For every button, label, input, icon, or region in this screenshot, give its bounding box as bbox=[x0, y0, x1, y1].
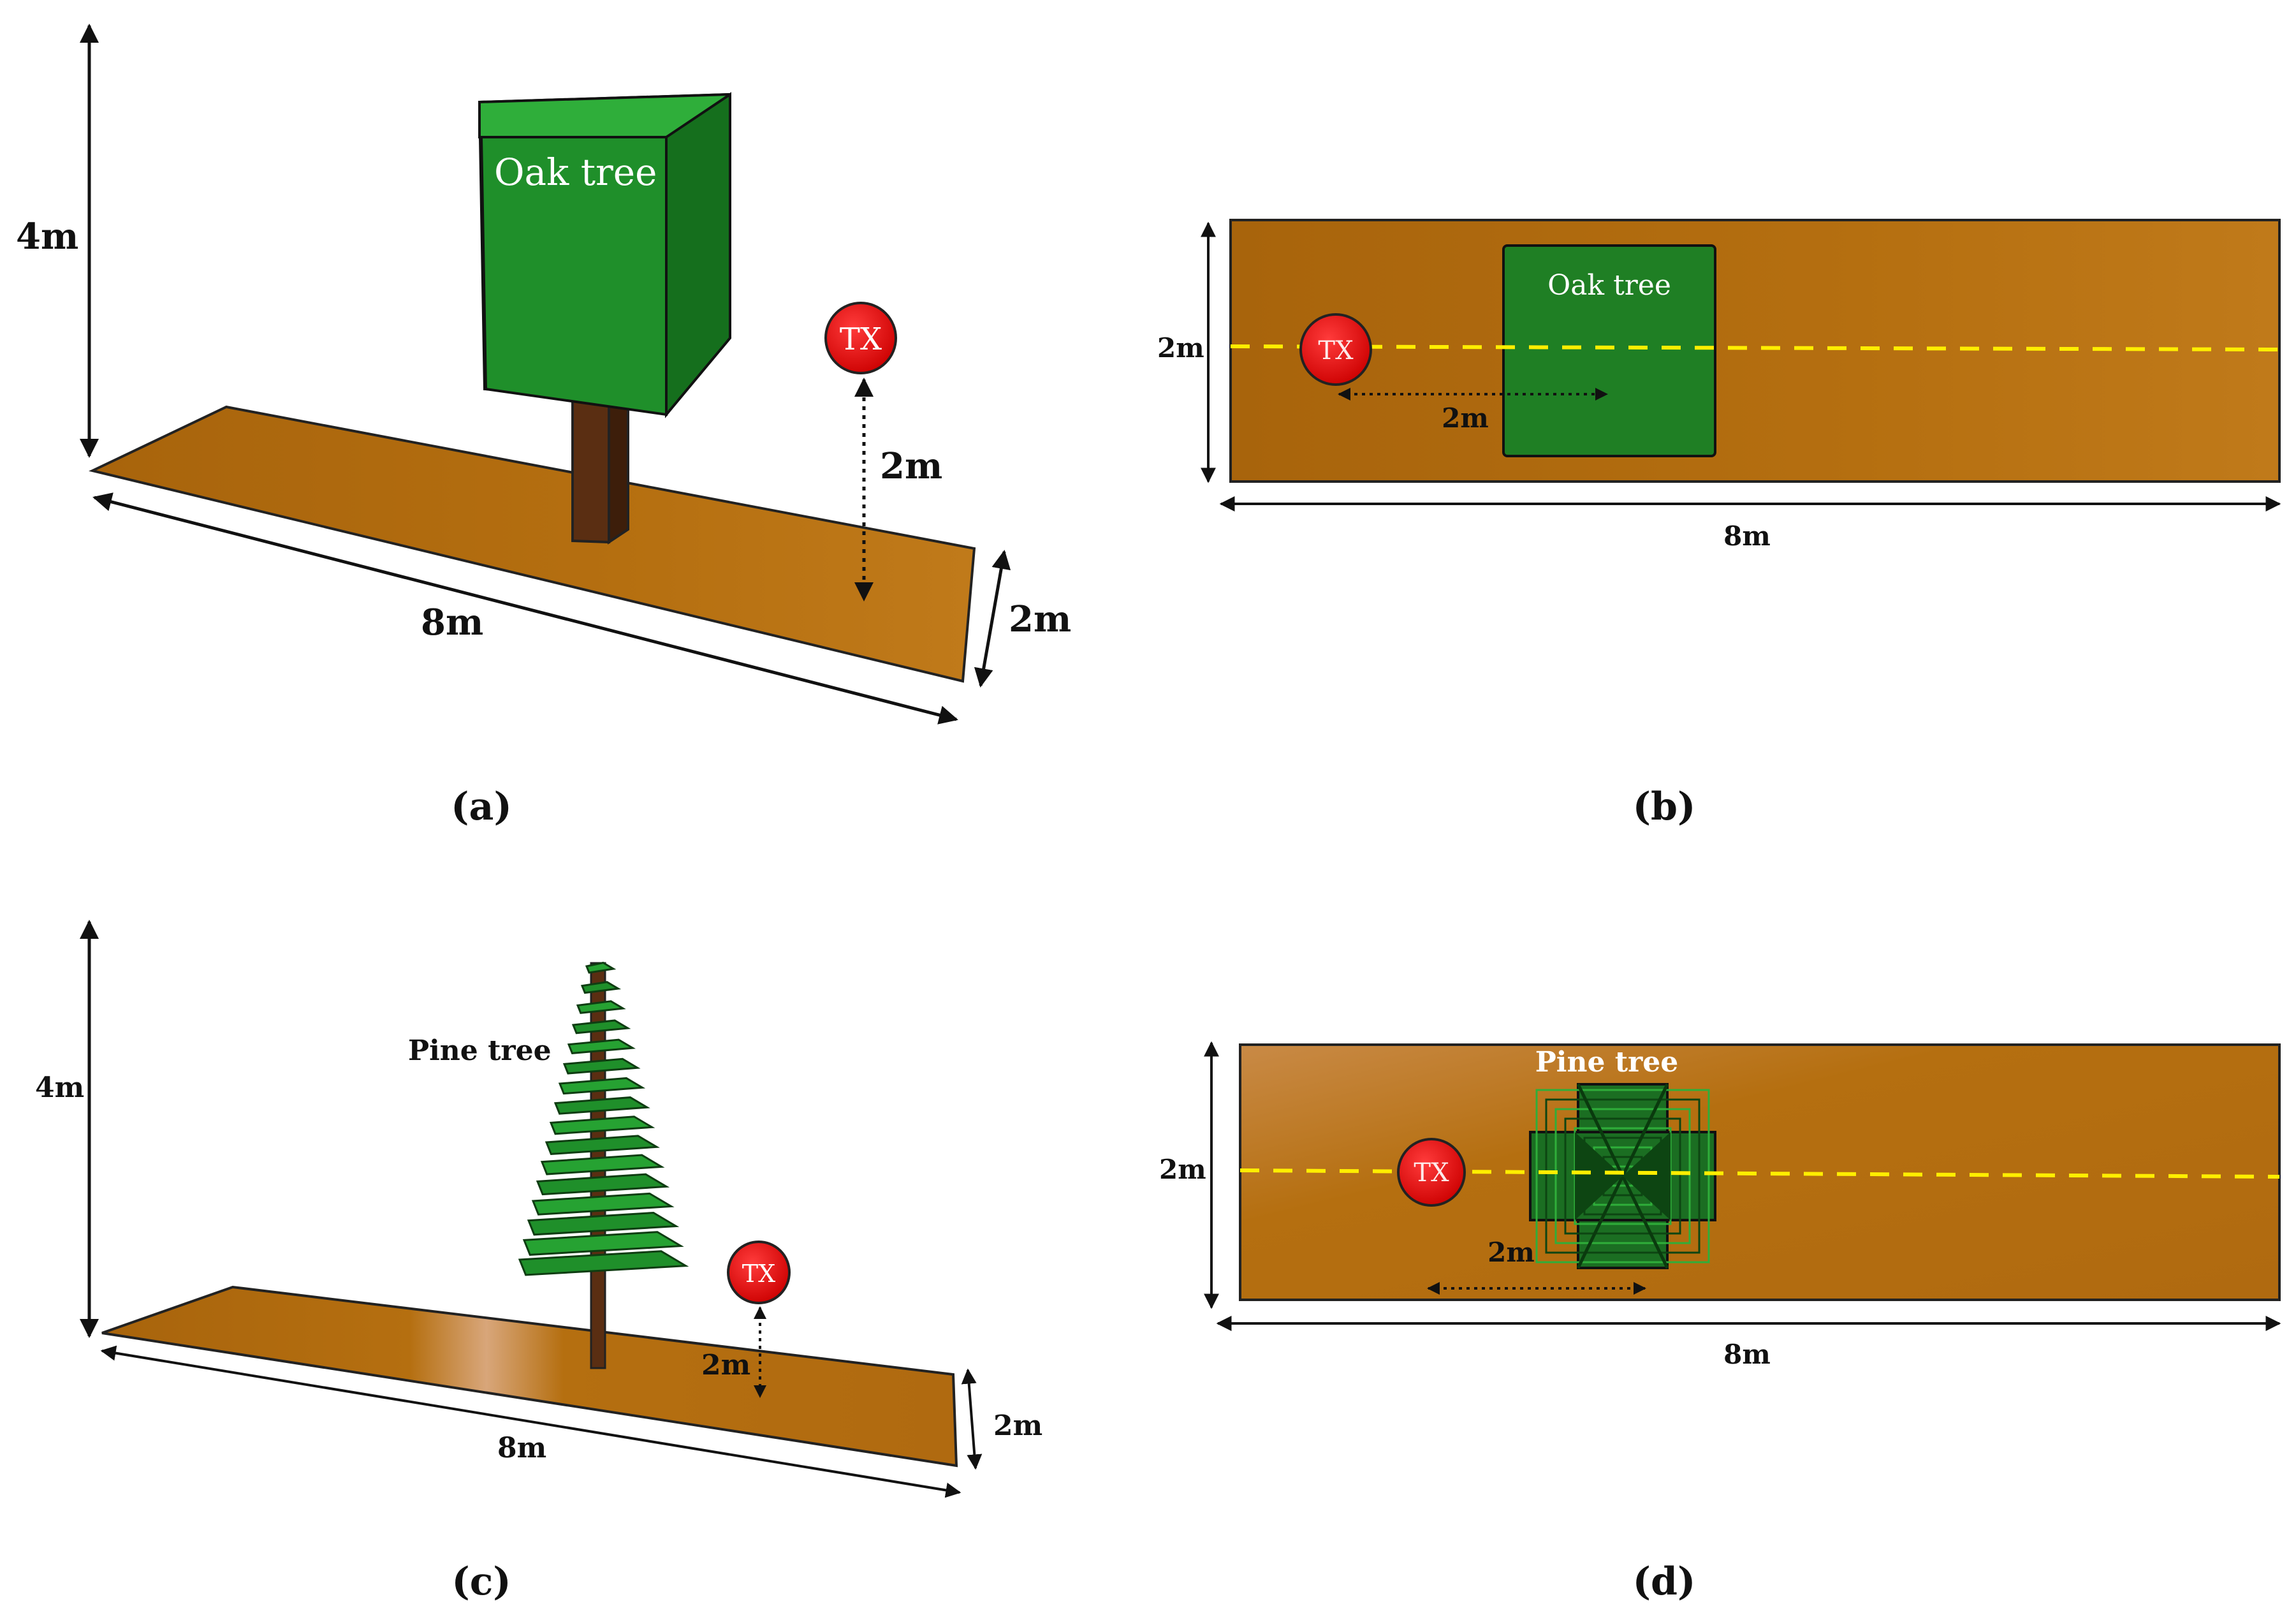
tx-icon bbox=[824, 302, 897, 374]
path-line bbox=[1230, 344, 2280, 351]
tree-label: Pine tree bbox=[1535, 1046, 1679, 1079]
pine-canopy-ring bbox=[1564, 1117, 1681, 1235]
panel-label: (a) bbox=[451, 784, 512, 829]
width-dimension-arrow bbox=[974, 550, 1011, 688]
tx-label: TX bbox=[840, 321, 882, 357]
pine-branch-layer bbox=[562, 1057, 641, 1075]
tx-icon bbox=[727, 1241, 791, 1304]
length-dimension-label: 8m bbox=[421, 601, 483, 644]
panel-label: (b) bbox=[1633, 784, 1696, 829]
length-dimension-label: 8m bbox=[1723, 1339, 1771, 1370]
transmitter: TX bbox=[1299, 313, 1372, 386]
ground-plane bbox=[1239, 1043, 2281, 1301]
pine-branch-layer bbox=[522, 1231, 684, 1256]
length-dimension-label: 8m bbox=[497, 1432, 546, 1464]
panel-a: 4m Oak tree TX 2m 8m 2m (a) bbox=[16, 24, 1071, 829]
tx-icon bbox=[1397, 1138, 1466, 1207]
panel-b: Oak tree TX 2m 2m 8m (b) bbox=[1157, 219, 2281, 829]
pine-branch-layer bbox=[545, 1135, 660, 1155]
panel-d: Pine tree TX 2m 2m 8m (d) bbox=[1159, 1041, 2281, 1604]
tx-label: TX bbox=[742, 1260, 775, 1288]
pine-branch-layer bbox=[576, 1000, 626, 1014]
length-dimension-arrow bbox=[92, 492, 958, 725]
tx-label: TX bbox=[1318, 336, 1354, 365]
pine-branch-layer bbox=[558, 1077, 646, 1095]
length-dimension-label: 8m bbox=[1723, 520, 1771, 552]
width-dimension-label: 2m bbox=[1159, 1154, 1206, 1185]
panel-label: (d) bbox=[1633, 1559, 1696, 1604]
height-dimension-label: 4m bbox=[35, 1071, 84, 1104]
oak-canopy bbox=[478, 92, 731, 418]
pine-branch-layer bbox=[549, 1116, 655, 1135]
pine-branch-layer bbox=[536, 1173, 670, 1196]
ground-plane bbox=[1229, 219, 2281, 483]
tx-label: TX bbox=[1414, 1158, 1449, 1188]
length-dimension-arrow bbox=[100, 1345, 962, 1498]
distance-label: 2m bbox=[1442, 402, 1489, 434]
pine-branch-layer bbox=[567, 1038, 636, 1054]
pine-branch-layer bbox=[518, 1250, 689, 1276]
transmitter: TX bbox=[727, 1241, 791, 1304]
pine-branch-layer bbox=[571, 1019, 631, 1035]
pine-canopy-ring bbox=[1545, 1098, 1700, 1254]
tree-label: Pine tree bbox=[408, 1035, 552, 1067]
height-dimension-label: 4m bbox=[16, 216, 78, 258]
pine-branch-layer bbox=[553, 1096, 650, 1115]
pine-canopy-top-view bbox=[1529, 1083, 1716, 1269]
pine-canopy-ring bbox=[1554, 1108, 1691, 1244]
tx-height-label: 2m bbox=[880, 445, 942, 487]
pine-branch-layer bbox=[585, 961, 617, 974]
pine-tree bbox=[518, 961, 689, 1369]
ground-plane bbox=[89, 405, 976, 683]
transmitter: TX bbox=[824, 302, 897, 374]
oak-canopy-top-view bbox=[1502, 244, 1716, 457]
pine-canopy-ring bbox=[1535, 1089, 1710, 1263]
tx-height-label: 2m bbox=[701, 1349, 750, 1381]
width-dimension-label: 2m bbox=[1157, 332, 1204, 364]
transmitter: TX bbox=[1397, 1138, 1466, 1207]
pine-branch-layer bbox=[580, 981, 622, 994]
tree-label: Oak tree bbox=[1547, 269, 1671, 302]
panel-c: 4m Pine tree TX 2m 8m 2m (c) bbox=[35, 920, 1042, 1604]
pine-branch-layer bbox=[531, 1192, 675, 1216]
pine-branch-layers bbox=[518, 961, 689, 1276]
distance-label: 2m bbox=[1488, 1237, 1535, 1268]
pine-branch-layer bbox=[527, 1211, 680, 1236]
tx-icon bbox=[1299, 313, 1372, 386]
pine-branch-layer bbox=[540, 1154, 665, 1175]
tree-label: Oak tree bbox=[494, 151, 657, 194]
panel-label: (c) bbox=[451, 1559, 511, 1604]
width-dimension-arrow bbox=[961, 1368, 983, 1470]
width-dimension-label: 2m bbox=[993, 1410, 1042, 1442]
width-dimension-label: 2m bbox=[1009, 598, 1071, 640]
